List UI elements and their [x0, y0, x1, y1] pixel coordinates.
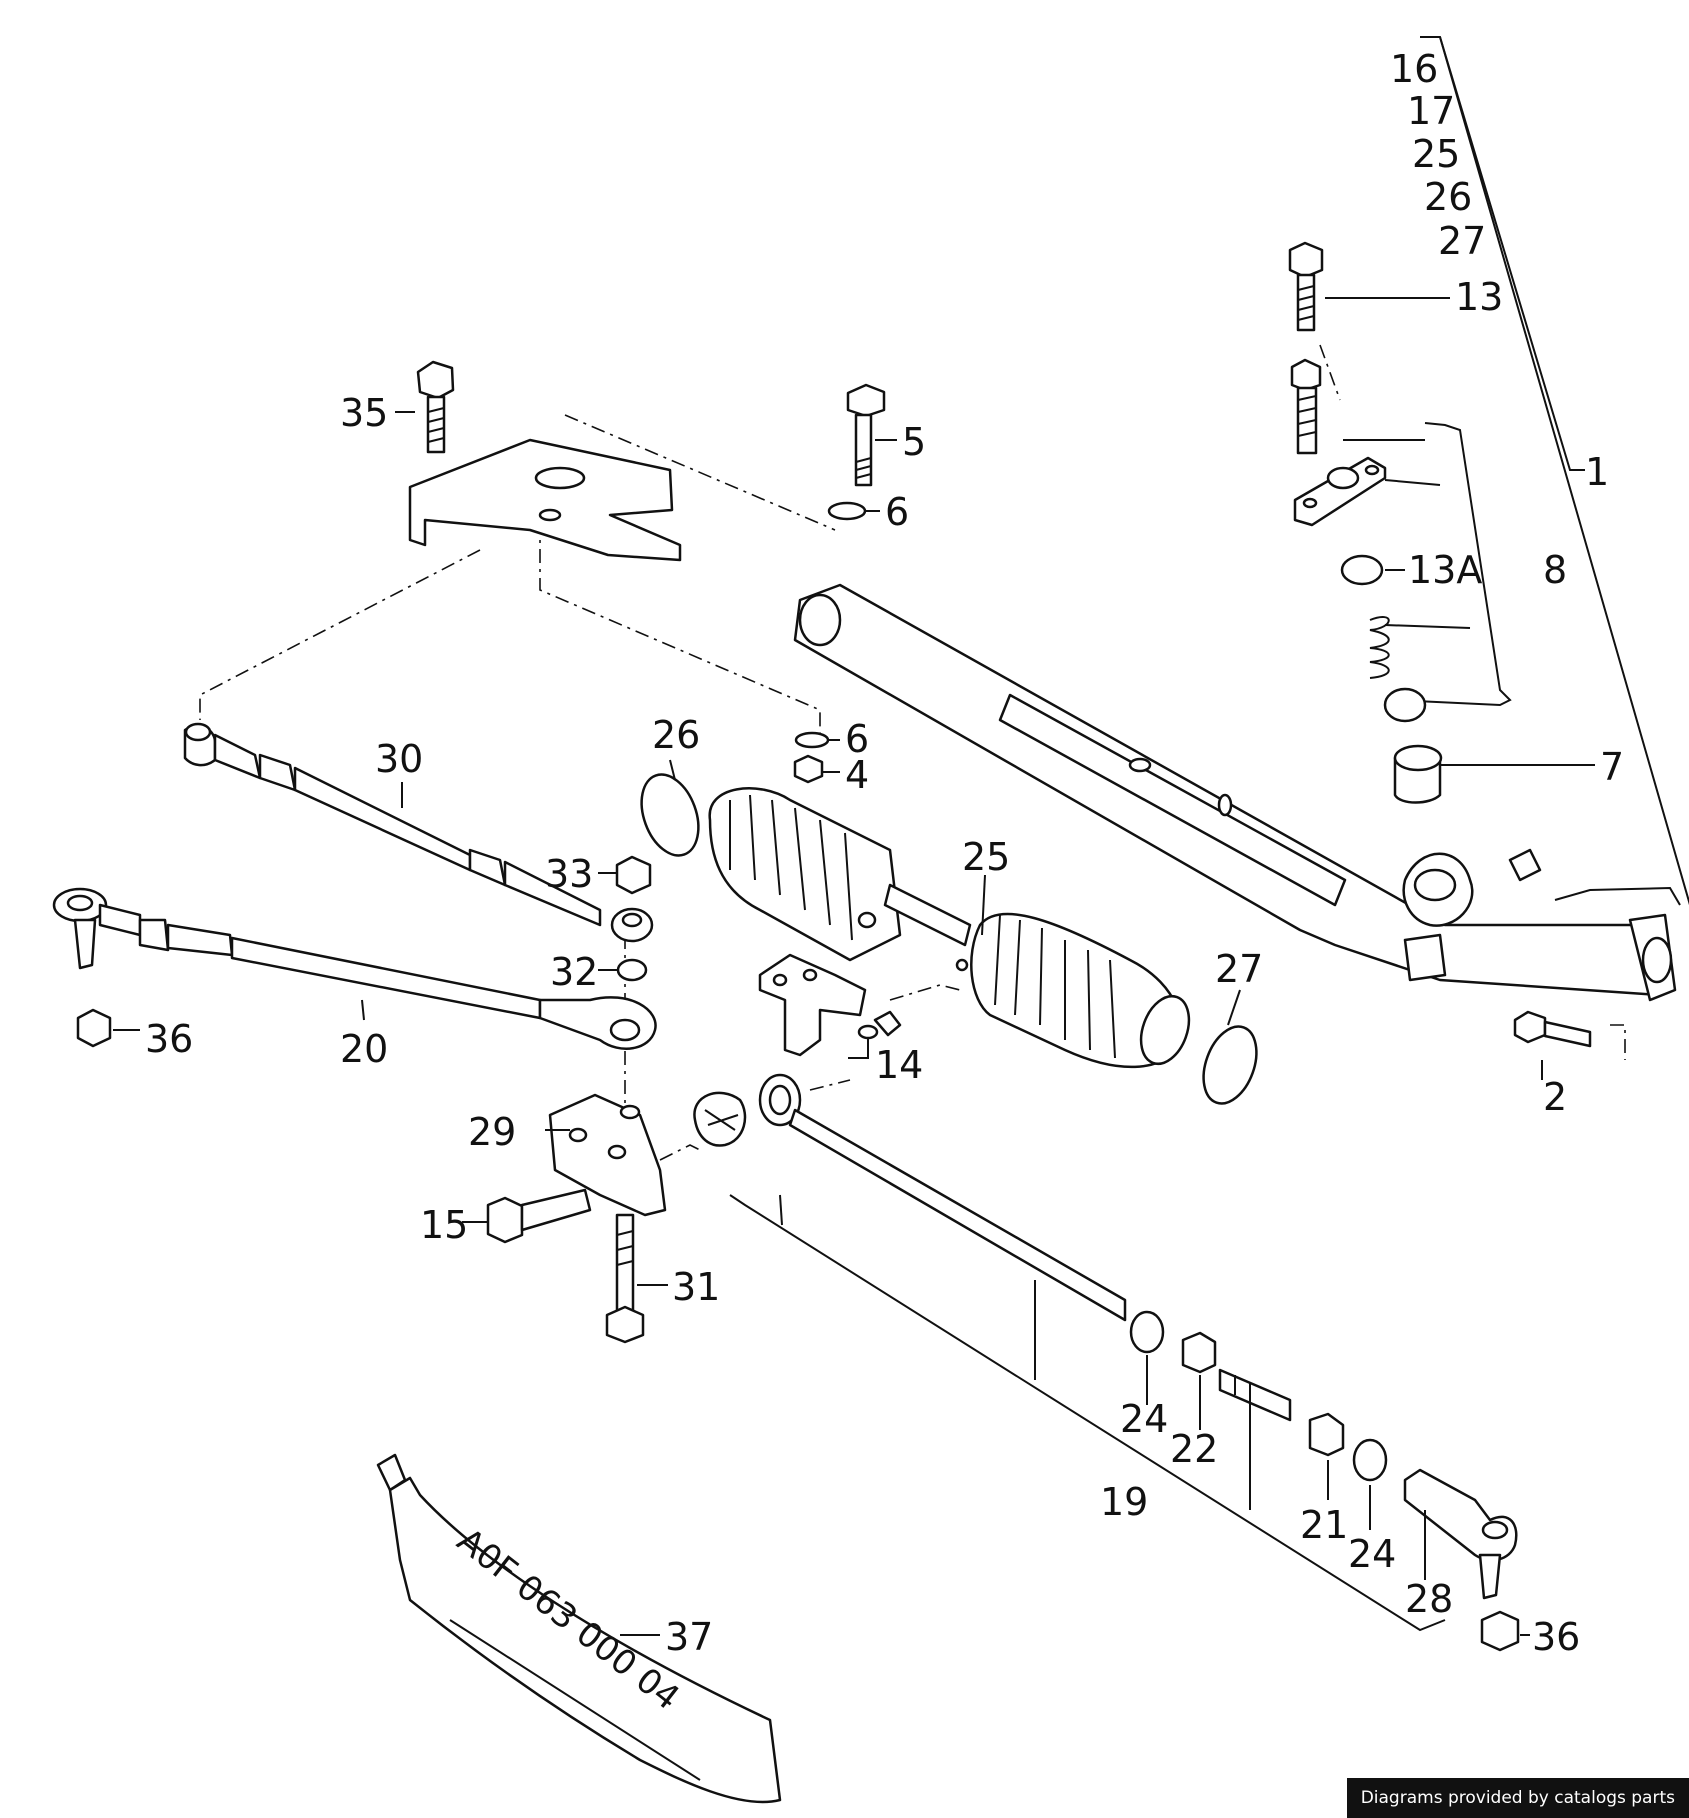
callout-24-right: 24 [1348, 1532, 1396, 1576]
bush-7 [1393, 744, 1443, 804]
callout-20: 20 [340, 1027, 388, 1071]
group-brackets [729, 36, 1689, 1632]
callout-25-group: 25 [1412, 132, 1460, 176]
clamp-27 [1202, 1025, 1258, 1105]
thrust-piece [1383, 687, 1427, 723]
washer-32 [616, 958, 648, 982]
clamp-26 [640, 773, 700, 857]
callout-16: 16 [1390, 47, 1438, 91]
callout-21: 21 [1300, 1503, 1348, 1547]
nut-4 [793, 754, 824, 784]
nut-36-left [76, 1008, 112, 1048]
callout-13a: 13A [1408, 548, 1482, 592]
adjuster-bolt [1290, 358, 1322, 455]
callout-13: 13 [1455, 275, 1503, 319]
callout-30: 30 [375, 737, 423, 781]
callout-26-group: 26 [1424, 175, 1472, 219]
spring [1369, 616, 1390, 679]
callout-2: 2 [1543, 1075, 1567, 1119]
callout-28: 28 [1405, 1577, 1453, 1621]
callout-14: 14 [875, 1043, 923, 1087]
tie-rod-19 [693, 1073, 1388, 1482]
o-ring-13a [1340, 554, 1384, 586]
callout-6-lower: 6 [845, 717, 869, 761]
callout-4: 4 [845, 753, 869, 797]
callouts: 16 17 25 26 27 13 1 35 5 6 13A 8 6 4 7 2… [145, 47, 1624, 1659]
callout-24-left: 24 [1120, 1397, 1168, 1441]
callout-6-top: 6 [885, 490, 909, 534]
nut-36-right [1480, 1610, 1520, 1652]
bolt-2 [1513, 1010, 1592, 1048]
callout-37: 37 [665, 1615, 713, 1659]
callout-36-left: 36 [145, 1017, 193, 1061]
bolt-13 [1288, 241, 1324, 332]
callout-31: 31 [672, 1265, 720, 1309]
bracket-29 [548, 1093, 667, 1217]
callout-22: 22 [1170, 1427, 1218, 1471]
bolt-31 [605, 1213, 645, 1344]
callout-25: 25 [962, 835, 1010, 879]
callout-27-group: 27 [1438, 219, 1486, 263]
bolt-35 [416, 360, 455, 454]
steering-rack-housing [793, 583, 1677, 1002]
callout-27: 27 [1215, 947, 1263, 991]
callout-33: 33 [545, 852, 593, 896]
washer-6-lower [794, 731, 830, 749]
bracket-14 [758, 953, 902, 1057]
callout-1: 1 [1585, 450, 1609, 494]
callout-32: 32 [550, 950, 598, 994]
bolt-5 [846, 383, 886, 487]
bolt-15 [486, 1188, 592, 1244]
callout-15: 15 [420, 1203, 468, 1247]
callout-7: 7 [1600, 745, 1624, 789]
washer-6-top [827, 501, 867, 521]
tie-rod-20 [52, 887, 657, 1050]
grease-tube-37: A0F 063 000 04 [376, 1453, 782, 1804]
credit-badge: Diagrams provided by catalogs parts [1346, 1778, 1689, 1818]
tie-rod-30 [183, 722, 654, 943]
tie-rod-end-28 [1403, 1468, 1518, 1600]
callout-17: 17 [1407, 89, 1455, 133]
assembly-lines [199, 344, 1626, 1161]
callout-5: 5 [902, 420, 926, 464]
callout-29: 29 [468, 1110, 516, 1154]
callout-19: 19 [1100, 1480, 1148, 1524]
cover-plate [1293, 456, 1387, 527]
callout-8: 8 [1543, 548, 1567, 592]
boot-25 [708, 787, 1191, 1069]
callout-36-right: 36 [1532, 1615, 1580, 1659]
leader-lines [113, 297, 1595, 1636]
callout-35: 35 [340, 391, 388, 435]
nut-33 [615, 855, 652, 895]
mounting-bracket [408, 438, 682, 562]
callout-26: 26 [652, 713, 700, 757]
